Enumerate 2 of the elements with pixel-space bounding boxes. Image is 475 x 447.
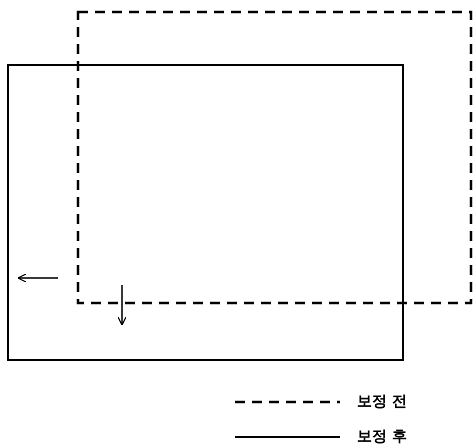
legend-label: 보정 후 — [357, 427, 408, 445]
legend-label: 보정 전 — [357, 392, 408, 410]
